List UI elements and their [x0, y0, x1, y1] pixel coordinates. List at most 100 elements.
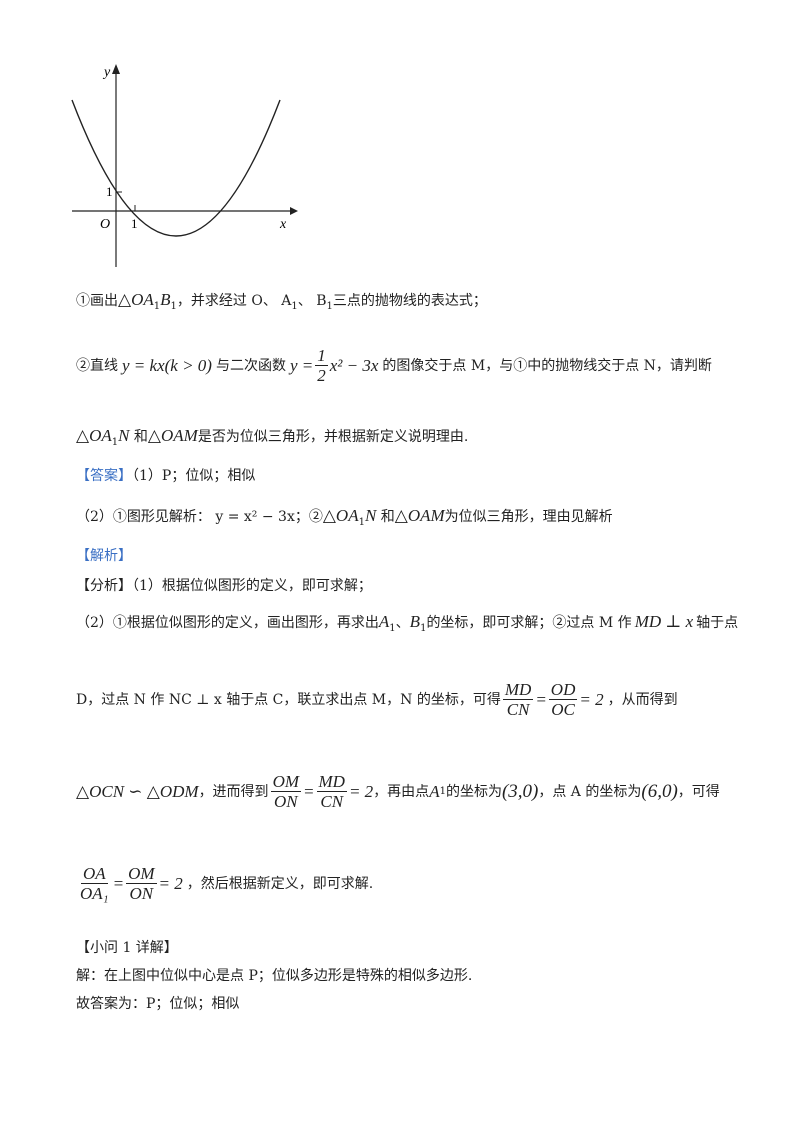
analysis-line-2: （2）①根据位似图形的定义，画出图形，再求出A1、B1的坐标，即可求解；②过点 … [76, 612, 738, 639]
analysis-b1: B [409, 612, 421, 631]
parabola-graph: y x O 1 1 [71, 64, 298, 267]
frac3-num: OM [270, 772, 302, 792]
detail-title: 【小问 1 详解】 [76, 940, 178, 956]
question-2-line-2: △OA1N 和△OAM是否为位似三角形，并根据新定义说明理由. [76, 426, 468, 453]
x-axis-arrow [290, 207, 298, 215]
frac5-num: OA [80, 864, 108, 884]
analysis-4c: ，再由点 [373, 783, 430, 800]
q2-frac-num: 1 [315, 346, 328, 366]
y-axis-arrow [112, 64, 120, 74]
q1-b: B [160, 290, 171, 309]
q1-mid: 、 B [297, 293, 327, 309]
q2-tri1: △OA [76, 426, 112, 445]
frac6-num: OM [126, 864, 157, 884]
answer-line-1: 【答案】（1）P；位似；相似 [76, 466, 255, 486]
q1-sub2: 1 [170, 300, 177, 312]
analysis-4res: = 2 [348, 781, 374, 801]
detail-line-2: 故答案为：P；位似；相似 [76, 996, 240, 1012]
answer-sub: 1 [358, 516, 365, 528]
q1-b-sub: 1 [326, 300, 333, 312]
parabola-curve [71, 99, 281, 237]
q1-sub: 1 [153, 300, 161, 312]
q2-func-rhs: x² − 3x [329, 355, 379, 375]
answer-and: 和 [380, 509, 395, 525]
frac1-den: CN [506, 700, 530, 719]
analysis-4a: △OCN ∽ △ODM [76, 781, 199, 801]
analysis-md: MD ⊥ x [634, 612, 694, 631]
analysis-3eq: = [535, 689, 547, 709]
answer-n: N [364, 506, 377, 525]
frac1-num: MD [502, 680, 534, 700]
frac2-den: OC [551, 700, 575, 719]
analysis-sep: 、 [395, 615, 410, 631]
analysis-2a: （2）①根据位似图形的定义，画出图形，再求出 [76, 615, 379, 631]
analysis-4d: 的坐标为 [445, 783, 502, 800]
q2-line-eq: y = kx(k > 0) [122, 355, 212, 375]
frac3-den: ON [273, 792, 298, 811]
answer-2a: （2）①图形见解析： y = x² − 3x；② [76, 509, 323, 525]
analysis-4eq: = [303, 781, 315, 801]
origin-label: O [100, 217, 110, 232]
frac4-den: CN [320, 792, 344, 811]
analysis-2tail: 轴于点 [696, 615, 739, 631]
frac4-num: MD [316, 772, 347, 792]
analysis-a1: A [378, 612, 390, 631]
answer-tri: △OA [322, 506, 359, 525]
analysis-4p1: (3,0) [501, 780, 539, 802]
question-1: ①画出△OA1B1，并求经过 O、 A1、 B1三点的抛物线的表达式； [76, 290, 487, 317]
answer-label: 【答案】 [76, 468, 132, 484]
frac5-den: OA₁ [80, 884, 109, 903]
q1-a-sub: 1 [291, 300, 298, 312]
q2-frac-den: 2 [317, 366, 326, 385]
frac6-den: ON [129, 884, 154, 903]
q2-func-lhs: y = [289, 355, 314, 375]
y-tick-label: 1 [106, 184, 113, 199]
analysis-4tail: ，可得 [677, 783, 720, 800]
q2-n: N [118, 426, 130, 445]
q1-prefix: ①画出 [76, 293, 118, 309]
analysis-4b: ，进而得到 [198, 783, 269, 800]
q2-tail1: 的图像交于点 M，与①中的抛物线交于点 N，请判断 [382, 357, 712, 374]
q2-tail2: 是否为位似三角形，并根据新定义说明理由. [197, 429, 469, 445]
analysis-4e: ，点 A 的坐标为 [538, 783, 642, 800]
analysis-s1: 1 [389, 622, 396, 634]
y-axis-label: y [102, 65, 111, 80]
analysis-5res: = 2 [158, 873, 183, 893]
analysis-5tail: ，然后根据新定义，即可求解. [186, 875, 374, 892]
answer-tail: 为位似三角形，理由见解析 [444, 509, 613, 525]
analysis-3tail: ，从而得到 [607, 691, 678, 708]
analysis-3res: = 2 [579, 689, 604, 709]
answer-1: （1）P；位似；相似 [132, 468, 256, 484]
analysis-4p2: (6,0) [641, 780, 678, 802]
answer-line-2: （2）①图形见解析： y = x² − 3x；②△OA1N 和△OAM为位似三角… [76, 506, 613, 533]
q1-tail: 三点的抛物线的表达式； [332, 293, 487, 309]
frac2-num: OD [548, 680, 578, 700]
analysis-4s1: 1 [439, 785, 446, 797]
analysis-5eq: = [112, 873, 125, 893]
analysis-2b: 的坐标，即可求解；②过点 M 作 [426, 615, 632, 631]
x-tick-label: 1 [131, 216, 138, 231]
q2-mid1: 与二次函数 [215, 357, 286, 374]
q1-text: ，并求经过 O、 A [176, 293, 292, 309]
x-axis-label: x [279, 217, 287, 232]
q1-triangle: △OA [118, 290, 154, 309]
analysis-4a1: A [429, 781, 440, 801]
q2-tri2: △OAM [147, 426, 198, 445]
analysis-s2: 1 [420, 622, 427, 634]
detail-line-1: 解：在上图中位似中心是点 P；位似多边形是特殊的相似多边形. [76, 968, 473, 984]
q2-and: 和 [133, 429, 148, 445]
analysis-3a: D，过点 N 作 NC ⊥ x 轴于点 C，联立求出点 M，N 的坐标，可得 [76, 691, 501, 708]
analysis-label: 【解析】 [76, 548, 132, 564]
q2-prefix: ②直线 [76, 357, 118, 374]
analysis-line-3: D，过点 N 作 NC ⊥ x 轴于点 C，联立求出点 M，N 的坐标，可得 M… [76, 680, 678, 719]
